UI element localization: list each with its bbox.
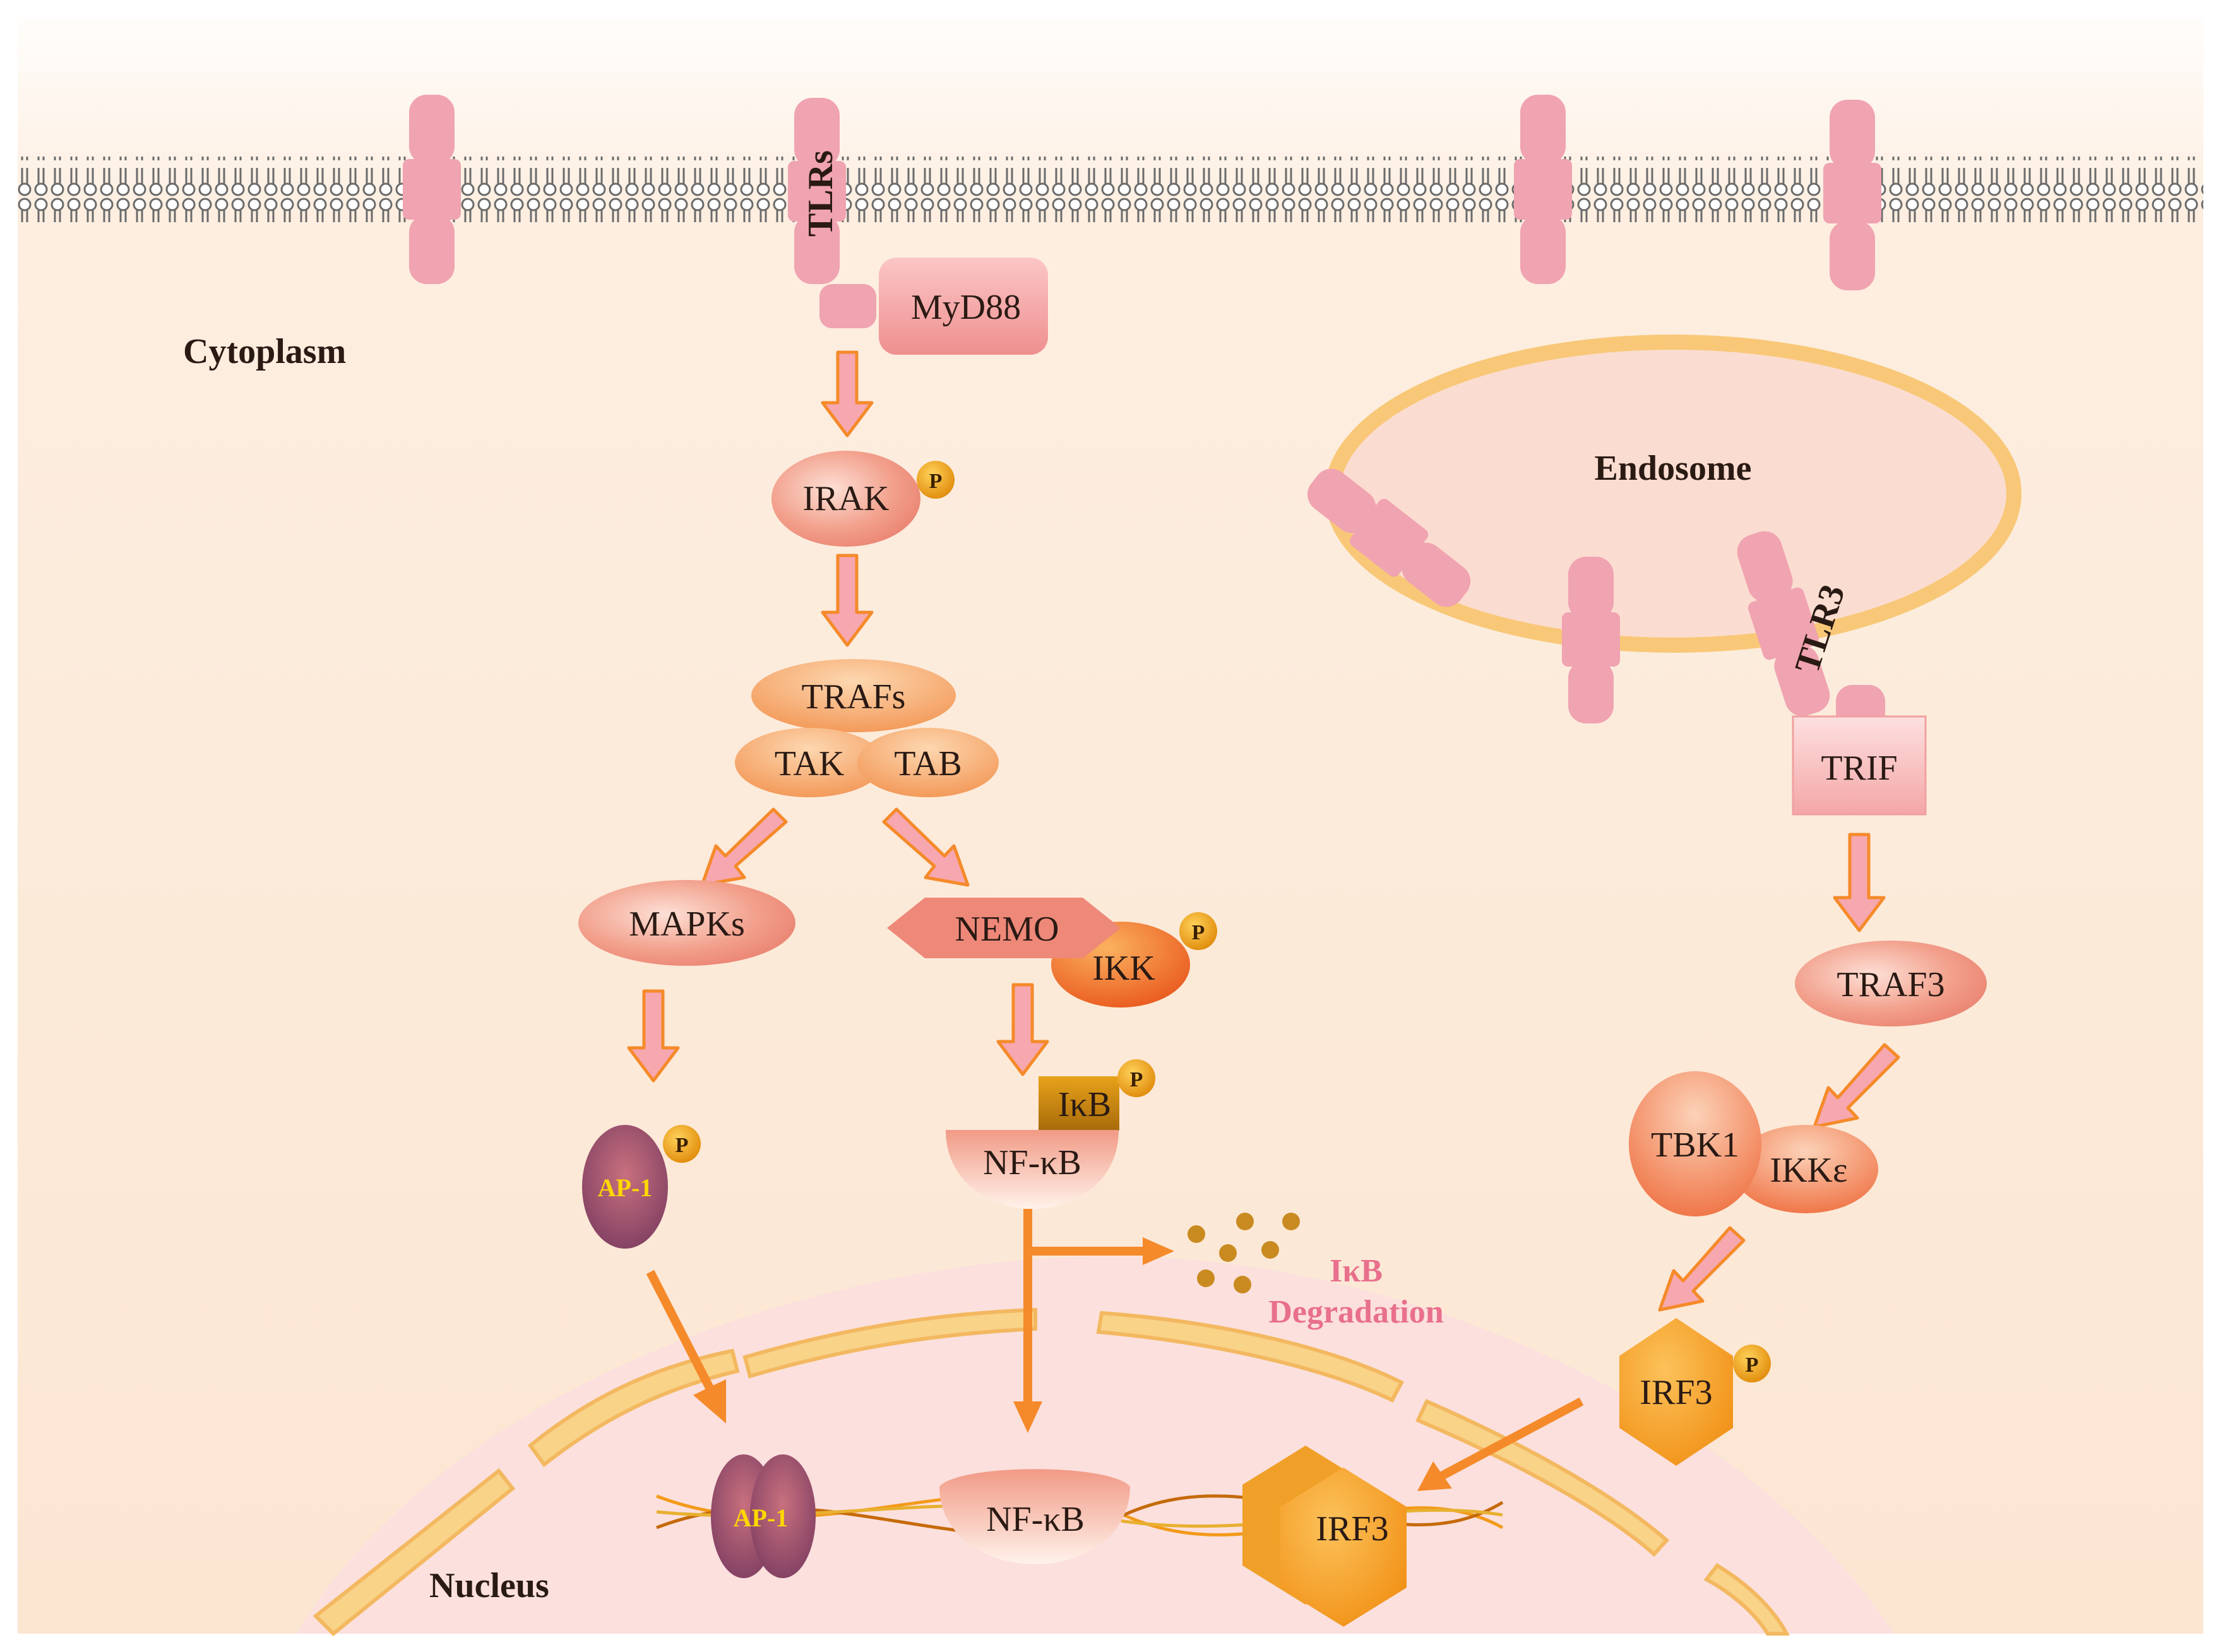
traf3-label: TRAF3 <box>1837 965 1944 1004</box>
tlr-receptor-3 <box>1514 95 1572 284</box>
irf3-nuc-label: IRF3 <box>1316 1509 1388 1548</box>
ap1-cyto-label: AP-1 <box>598 1174 653 1202</box>
irak-label: IRAK <box>803 479 890 518</box>
trif-label: TRIF <box>1821 749 1897 788</box>
irf3-nucleus: IRF3 <box>1242 1446 1407 1627</box>
tlr-receptor-4 <box>1823 100 1881 290</box>
ap1-cyto: AP-1 P <box>582 1125 701 1249</box>
traf3: TRAF3 <box>1795 941 1987 1026</box>
irak-phospho <box>917 461 955 499</box>
tlr-receptor-1 <box>403 95 461 284</box>
irf3-cyto: IRF3 P <box>1619 1318 1771 1466</box>
ap1-phospho-label: P <box>676 1134 689 1157</box>
nemo-ikk-complex: NEMO IKK P <box>887 898 1217 1007</box>
trif-adapter: TRIF <box>1792 715 1927 816</box>
mapks-label: MAPKs <box>629 905 745 944</box>
arrow-mapks-ap1 <box>627 989 680 1083</box>
nemo-label: NEMO <box>955 910 1059 949</box>
arrow-to-nemo <box>882 807 970 887</box>
ikb-degradation: IκB Degradation <box>1188 1213 1444 1330</box>
ikk-label: IKK <box>1092 949 1155 988</box>
nfkb-nuc-label: NF-κB <box>986 1500 1085 1539</box>
irf3-phospho-label: P <box>1746 1353 1759 1377</box>
ap1-nucleus: AP-1 <box>711 1454 816 1578</box>
mapks: MAPKs <box>578 880 795 966</box>
signaling-arrows <box>627 350 1900 1312</box>
degradation-particles <box>1188 1213 1300 1293</box>
ap1-phospho <box>663 1125 701 1163</box>
tbk1-ikke-complex: TBK1 IKKε <box>1629 1071 1878 1216</box>
irak-phospho-label: P <box>929 470 943 493</box>
arrow-ikk-ikb <box>996 983 1049 1076</box>
tab-label: TAB <box>894 744 962 783</box>
arrow-irak-trafs <box>821 554 874 647</box>
endosome-receptor-1 <box>1307 468 1471 607</box>
nucleus <box>297 1256 1894 1637</box>
ikk-phospho <box>1179 912 1217 950</box>
irf3-phospho <box>1733 1345 1771 1382</box>
nfkb-cyto-label: NF-κB <box>983 1143 1081 1182</box>
endosome-label: Endosome <box>1595 449 1752 488</box>
ikb-label: IκB <box>1058 1085 1111 1124</box>
nuclear-translocation-arrows <box>646 1209 1584 1491</box>
surface-receptors <box>403 95 1881 328</box>
ikb-nfkb-complex: IκB P NF-κB <box>946 1059 1155 1209</box>
tlrs-label: TLRs <box>801 150 840 237</box>
ikb-degradation-label-2: Degradation <box>1268 1294 1443 1330</box>
ikb-phospho-label: P <box>1130 1068 1143 1091</box>
arrow-irf3-nucleus <box>1437 1397 1584 1482</box>
arrow-myd88-irak <box>821 350 874 437</box>
irak-kinase: IRAK P <box>771 451 955 547</box>
nuclear-envelope <box>313 1307 1790 1637</box>
arrow-trif-traf3 <box>1833 833 1886 932</box>
arrow-ikke-irf3 <box>1658 1226 1746 1312</box>
endosome: Endosome <box>1307 335 2022 729</box>
nucleus-label: Nucleus <box>429 1566 549 1605</box>
traf-complex: TRAFs TAK TAB <box>735 659 999 797</box>
myd88-label: MyD88 <box>911 288 1021 327</box>
arrow-ap1-nucleus <box>646 1269 721 1404</box>
arrow-traf3-tbk1 <box>1813 1043 1900 1129</box>
cytoplasm-label: Cytoplasm <box>183 332 346 371</box>
endosome-receptor-2 <box>1562 557 1620 723</box>
ikb-degradation-label-1: IκB <box>1330 1253 1383 1289</box>
trafs-label: TRAFs <box>802 677 906 716</box>
ap1-nuc-label: AP-1 <box>734 1504 789 1532</box>
tbk1-label: TBK1 <box>1651 1126 1739 1165</box>
myd88-adapter: MyD88 <box>879 258 1048 355</box>
ikk-phospho-label: P <box>1192 921 1205 944</box>
tlr-receptor-main <box>788 98 876 328</box>
arrow-to-mapks <box>700 807 788 887</box>
irf3-cyto-label: IRF3 <box>1640 1373 1712 1412</box>
nfkb-nucleus: NF-κB <box>939 1469 1130 1564</box>
ikb-phospho <box>1117 1059 1155 1097</box>
tlr3-receptor <box>1737 531 1830 716</box>
ikke-label: IKKε <box>1770 1151 1847 1190</box>
tak-label: TAK <box>775 744 845 783</box>
